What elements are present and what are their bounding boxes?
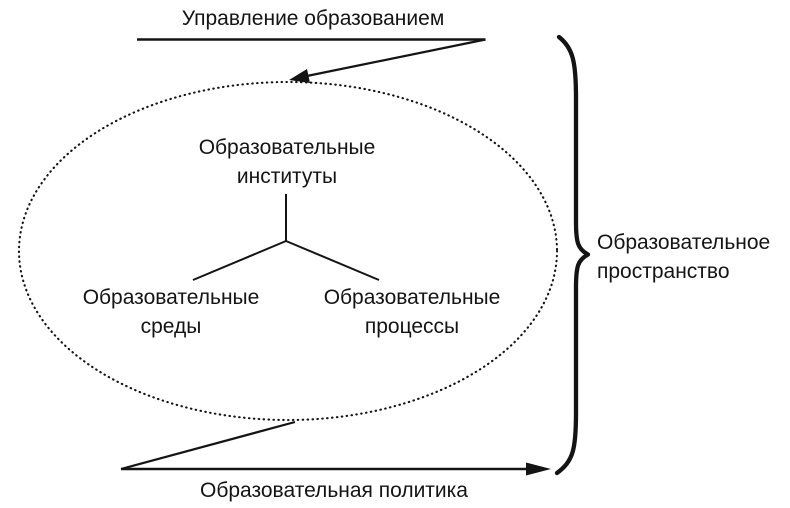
management-arrowhead-icon <box>289 69 310 83</box>
node-processes-line1: Образовательные <box>323 286 501 309</box>
node-institutes: Образовательные институты <box>199 133 376 191</box>
node-environments-line1: Образовательные <box>82 286 260 309</box>
node-processes: Образовательные процессы <box>324 283 501 341</box>
policy-arrow-diagonal <box>120 420 296 471</box>
policy-arrowhead-icon <box>526 462 551 476</box>
node-processes-line2: процессы <box>364 315 460 338</box>
educational-space-ellipse <box>17 80 559 422</box>
node-environments-line2: среды <box>140 315 202 338</box>
educational-space-label: Образовательное пространство <box>597 228 770 286</box>
policy-label: Образовательная политика <box>200 479 468 502</box>
node-environments: Образовательные среды <box>83 283 260 341</box>
management-label: Управление образованием <box>181 7 445 30</box>
node-institutes-line1: Образовательные <box>198 136 376 159</box>
curly-brace-icon <box>554 34 591 476</box>
management-arrow-line <box>301 38 486 79</box>
educational-space-label-line2: пространство <box>597 260 730 283</box>
educational-space-label-line1: Образовательное <box>597 231 771 254</box>
tree-connector-right <box>285 240 380 281</box>
node-institutes-line2: институты <box>236 165 338 188</box>
tree-connector-left <box>192 240 287 281</box>
